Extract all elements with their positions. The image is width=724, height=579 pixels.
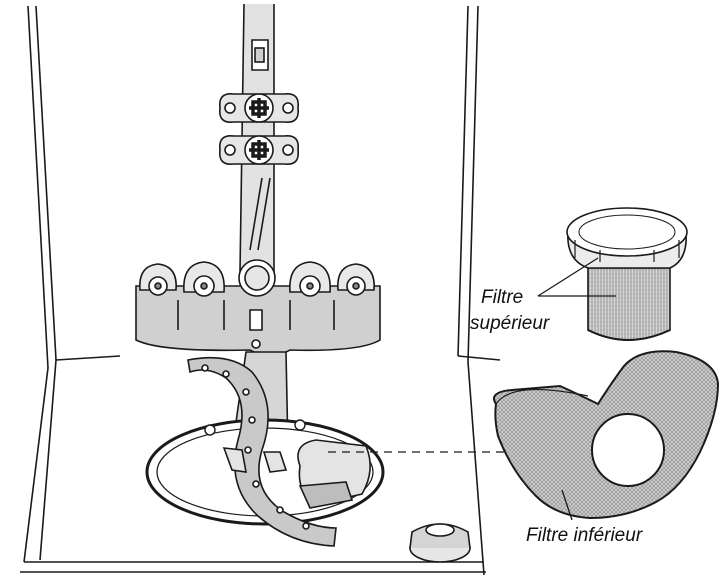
spray-nozzle <box>183 261 225 297</box>
mounting-clip-lower <box>218 134 300 166</box>
spray-manifold <box>135 285 381 361</box>
sump-cap <box>409 523 471 563</box>
filter-housing <box>145 418 385 526</box>
spray-nozzle <box>289 261 331 297</box>
lower-filter <box>493 350 720 520</box>
label-upper-filter-line2: supérieur <box>470 313 550 334</box>
upper-filter <box>566 207 688 341</box>
label-lower-filter: Filtre inférieur <box>526 525 643 546</box>
label-upper-filter-line1: Filtre <box>481 287 524 308</box>
leader-line <box>537 257 616 521</box>
spray-nozzle <box>238 259 276 297</box>
lower-spray-arm <box>187 356 337 547</box>
mounting-clip-upper <box>218 92 300 124</box>
spray-nozzle <box>139 263 177 296</box>
dishwasher-tub <box>20 5 501 576</box>
guide-dashed-line <box>328 380 629 460</box>
spray-nozzle <box>337 263 375 296</box>
